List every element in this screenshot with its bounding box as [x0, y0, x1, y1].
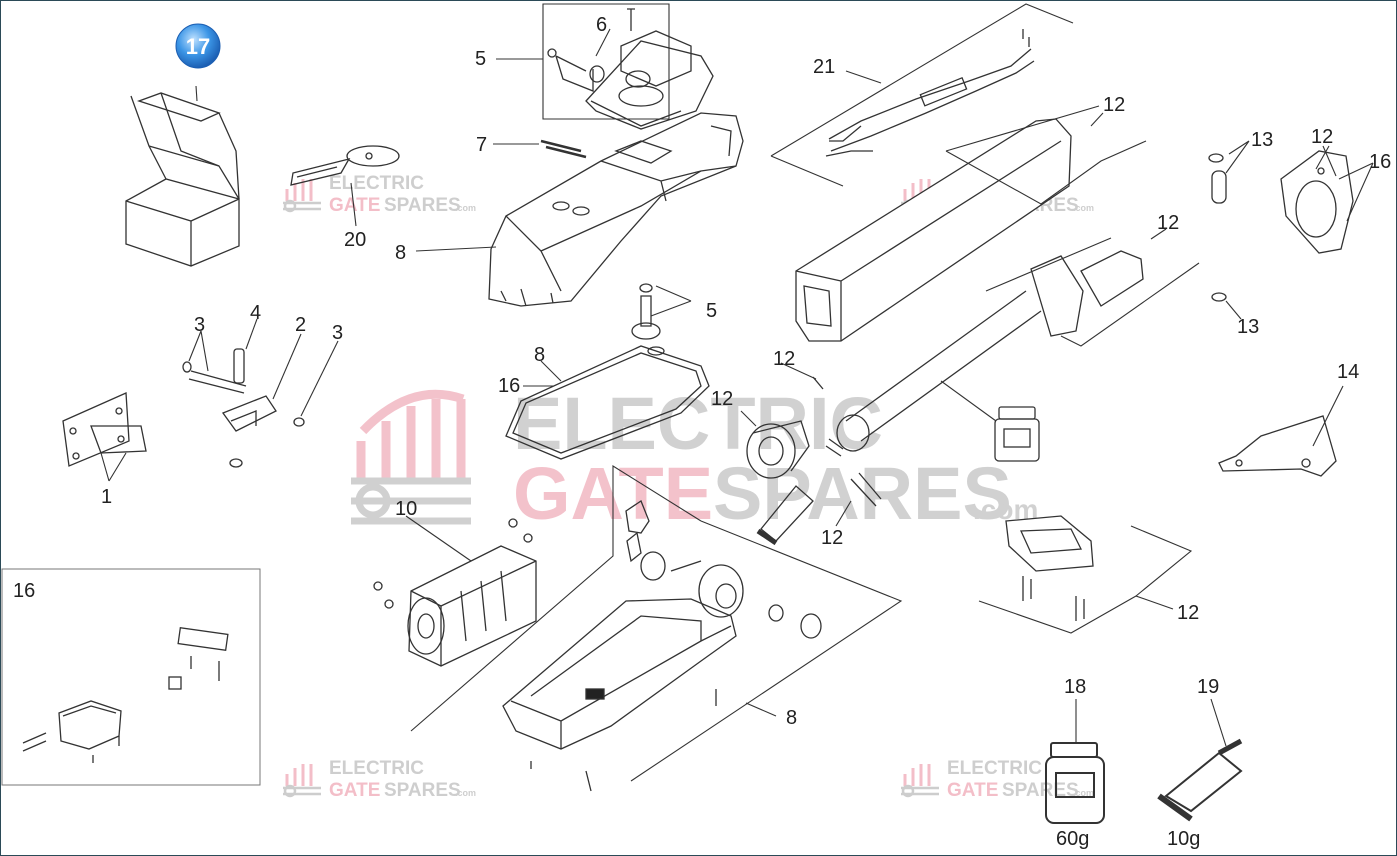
watermark-small-3: ELECTRIC GATE SPARES .com	[283, 758, 476, 801]
label-part-12-shaft: 12	[1157, 212, 1179, 234]
grease-tube-icon	[1157, 738, 1243, 822]
label-part-19: 19	[1197, 676, 1219, 698]
label-part-21: 21	[813, 56, 835, 78]
gearbox-base	[502, 598, 737, 792]
tube-housing	[795, 118, 1072, 342]
watermark-small-3-line1: ELECTRIC	[329, 758, 424, 779]
watermark-small-1-spares: SPARES	[384, 195, 461, 216]
label-part-14: 14	[1337, 361, 1359, 383]
connector-strip-icon	[540, 139, 587, 159]
leader-lines	[100, 3, 1374, 782]
callout-17-badge: 17	[175, 23, 221, 69]
label-jar-quantity: 60g	[1056, 828, 1089, 850]
label-part-12-tube: 12	[1103, 94, 1125, 116]
key-icon	[290, 145, 400, 186]
end-cap	[1280, 150, 1354, 254]
watermark-small-3-gate: GATE	[329, 780, 380, 801]
gasket-and-release-pin	[505, 283, 710, 460]
wiring-harness	[825, 29, 1035, 157]
label-part-7: 7	[476, 134, 487, 156]
clevis-and-pin	[182, 348, 305, 468]
inset-panel	[1, 568, 261, 786]
label-part-20: 20	[344, 229, 366, 251]
label-part-12-cap: 12	[1311, 126, 1333, 148]
label-part-16-inset: 16	[13, 580, 35, 602]
arm-bracket	[1218, 415, 1337, 477]
grease-tube-mid-icon	[756, 485, 814, 546]
label-part-16-cap: 16	[1369, 151, 1391, 173]
label-part-12-rod: 12	[773, 348, 795, 370]
label-part-3a: 3	[194, 314, 205, 336]
label-part-13-bottom: 13	[1237, 316, 1259, 338]
label-part-8-cover: 8	[395, 242, 406, 264]
label-part-2: 2	[295, 314, 306, 336]
junction-box-parts	[22, 627, 229, 763]
grease-jar-icon	[1045, 742, 1105, 824]
grease-jar-mid-icon	[994, 406, 1040, 462]
gear-wheel	[746, 420, 810, 479]
label-tube-quantity: 10g	[1167, 828, 1200, 850]
watermark-small-1: ELECTRIC GATE SPARES .com	[283, 173, 476, 216]
part-drawings	[22, 8, 1354, 824]
gear-cluster	[625, 500, 822, 639]
top-release-assembly	[547, 8, 714, 130]
label-part-3b: 3	[332, 322, 343, 344]
watermark-small-3-spares: SPARES	[384, 780, 461, 801]
label-part-10: 10	[395, 498, 417, 520]
label-part-13-top: 13	[1251, 129, 1273, 151]
watermark-small-1-suffix: .com	[455, 203, 476, 213]
part-number-labels: 1 2 3 3 4 5 5 6 7 8 8 8 10 12 12 12 12 1…	[13, 14, 1391, 850]
label-part-12-gear: 12	[711, 388, 733, 410]
packaging-box-icon	[125, 92, 240, 267]
watermark-small-4-gate: GATE	[947, 780, 998, 801]
worm-shaft-assembly	[825, 250, 1144, 457]
watermark-small-4-spares: SPARES	[1002, 780, 1079, 801]
label-part-1: 1	[101, 486, 112, 508]
label-part-5-top: 5	[475, 48, 486, 70]
watermark-large: ELECTRIC GATE SPARES .com	[351, 382, 1038, 535]
label-part-12-bracket: 12	[1177, 602, 1199, 624]
electric-motor	[373, 518, 537, 667]
pin-and-oring	[1208, 153, 1227, 302]
base-plate	[62, 392, 147, 467]
limit-bracket	[1005, 515, 1094, 621]
top-cover-housing	[488, 112, 744, 307]
label-part-18: 18	[1064, 676, 1086, 698]
label-part-6: 6	[596, 14, 607, 36]
watermark-small-4: ELECTRIC GATE SPARES .com	[901, 758, 1094, 801]
watermark-small-1-line1: ELECTRIC	[329, 173, 424, 194]
watermark-small-2-suffix: .com	[1073, 203, 1094, 213]
label-part-8-base: 8	[786, 707, 797, 729]
watermark-small-4-suffix: .com	[1073, 788, 1094, 798]
label-part-12-pin: 12	[821, 527, 843, 549]
small-rod-parts	[812, 376, 882, 507]
label-part-16-gasket: 16	[498, 375, 520, 397]
watermark-small-3-suffix: .com	[455, 788, 476, 798]
watermark-large-spares: SPARES	[713, 452, 1012, 535]
label-part-8-gasket: 8	[534, 344, 545, 366]
watermark-small-1-gate: GATE	[329, 195, 380, 216]
label-part-5-pin: 5	[706, 300, 717, 322]
label-part-4: 4	[250, 302, 261, 324]
callout-17-text: 17	[186, 34, 210, 59]
watermark-small-4-line1: ELECTRIC	[947, 758, 1042, 779]
